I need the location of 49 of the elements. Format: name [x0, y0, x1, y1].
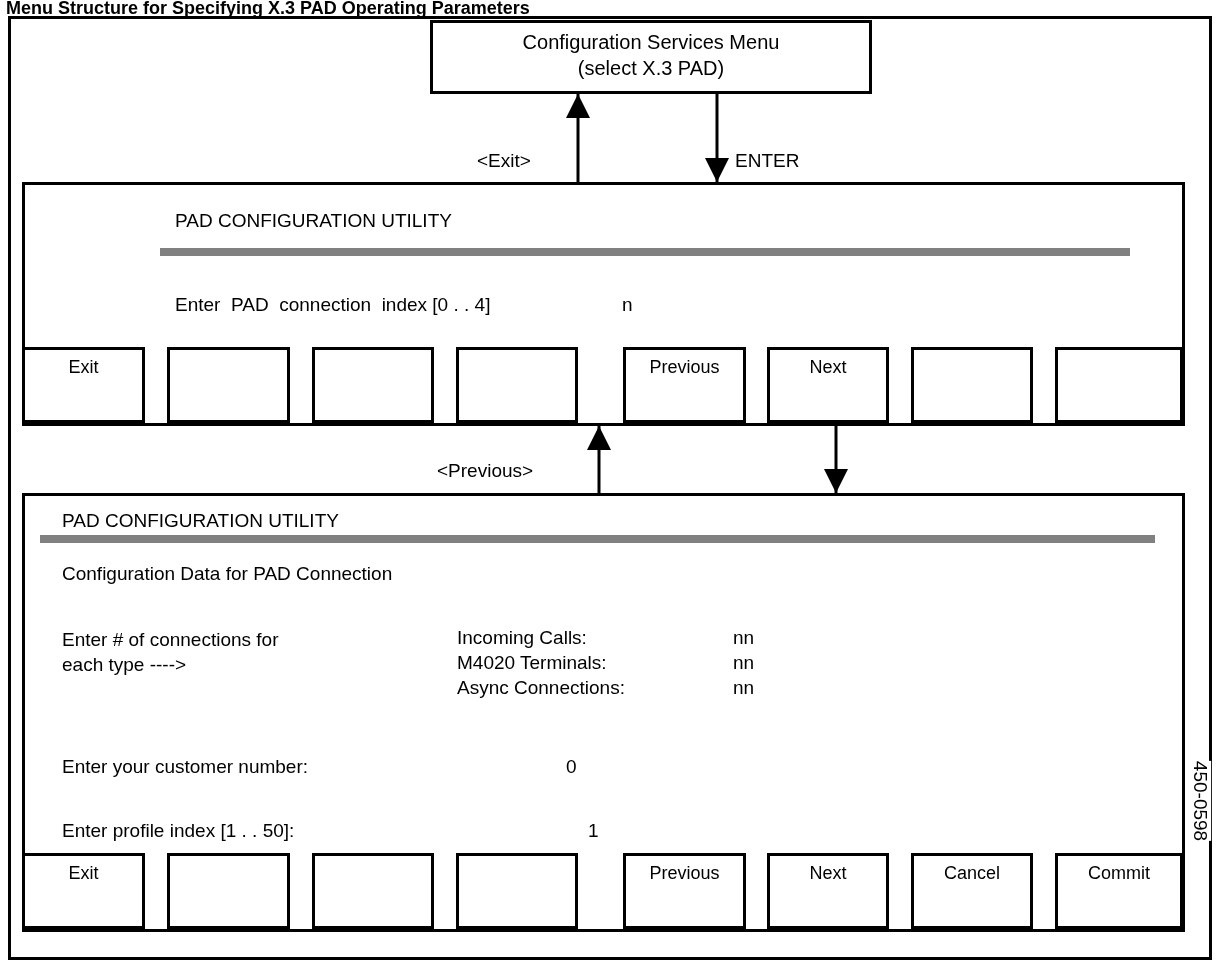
function-key	[623, 853, 746, 929]
blank-function-key	[456, 853, 578, 929]
field-label: Incoming Calls:	[457, 627, 587, 649]
field-label: M4020 Terminals:	[457, 652, 607, 674]
screen-title: PAD CONFIGURATION UTILITY	[62, 510, 339, 532]
menu-box	[430, 20, 872, 94]
field-value: nn	[733, 627, 755, 649]
blank-function-key	[312, 347, 434, 423]
key-label: Exit	[67, 862, 100, 884]
diagram-title: Menu Structure for Specifying X.3 PAD Operating Parameters	[6, 0, 530, 19]
key-label: Commit	[1087, 862, 1151, 884]
key-label: Previous	[648, 862, 721, 884]
key-label: Next	[808, 862, 848, 884]
prompt-text: Enter PAD connection index [0 . . 4]	[175, 294, 491, 316]
key-label: Previous	[648, 356, 721, 378]
blank-function-key	[456, 347, 578, 423]
arrow	[824, 423, 848, 493]
section-heading: Configuration Data for PAD Connection	[62, 563, 393, 585]
prompt-text: Enter profile index [1 . . 50]:	[62, 820, 295, 842]
blank-function-key	[911, 347, 1033, 423]
field-value: n	[622, 294, 633, 316]
function-key	[623, 347, 746, 423]
function-key	[911, 853, 1033, 929]
prompt-text: Enter your customer number:	[62, 756, 309, 778]
blank-function-key	[1055, 347, 1183, 423]
screen-panel	[22, 182, 1185, 426]
field-label: Async Connections:	[457, 677, 625, 699]
screen-title: PAD CONFIGURATION UTILITY	[175, 210, 452, 232]
function-key	[767, 853, 889, 929]
blank-function-key	[167, 853, 290, 929]
field-value: 0	[566, 756, 577, 778]
arrow	[566, 94, 590, 182]
key-label: Next	[808, 356, 848, 378]
key-label: Exit	[67, 356, 100, 378]
prompt-text: Enter # of connections for each type ---->	[62, 628, 280, 677]
function-key	[22, 347, 145, 423]
function-key	[767, 347, 889, 423]
function-key	[22, 853, 145, 929]
key-label: Cancel	[943, 862, 1001, 884]
screen-panel	[22, 493, 1185, 932]
blank-function-key	[312, 853, 434, 929]
blank-function-key	[167, 347, 290, 423]
menu-title: Configuration Services Menu (select X.3 PAD)	[521, 30, 781, 81]
function-key	[1055, 853, 1183, 929]
field-value: nn	[733, 652, 755, 674]
field-value: 1	[588, 820, 599, 842]
arrow	[587, 426, 611, 493]
field-value: nn	[733, 677, 755, 699]
arrow	[705, 94, 729, 182]
